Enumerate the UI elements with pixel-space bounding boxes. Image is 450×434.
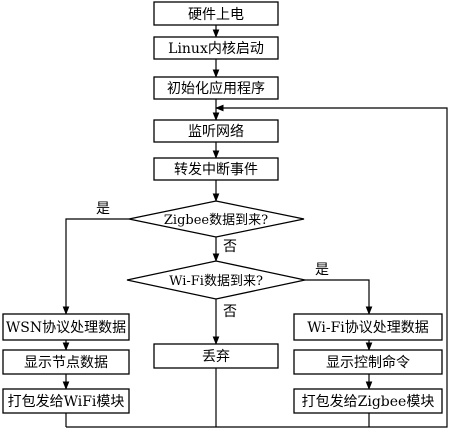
- node-discard: 丢弃: [153, 343, 279, 369]
- node-wsn-process: WSN协议处理数据: [2, 313, 130, 341]
- node-power-on-label: 硬件上电: [188, 7, 244, 23]
- node-init-app-label: 初始化应用程序: [167, 80, 265, 97]
- label-wifi-yes: 是: [315, 262, 329, 278]
- decision-zigbee-label: Zigbee数据到来?: [164, 213, 268, 228]
- node-listen-net-label: 监听网络: [188, 124, 244, 140]
- node-show-nodes-label: 显示节点数据: [24, 355, 108, 371]
- node-linux-boot-label: Linux内核启动: [168, 41, 264, 57]
- node-pack-wifi: 打包发给WiFi模块: [2, 388, 130, 414]
- label-zigbee-no: 否: [223, 239, 237, 255]
- decision-wifi: Wi-Fi数据到来?: [126, 260, 306, 300]
- node-pack-wifi-label: 打包发给WiFi模块: [8, 393, 125, 410]
- edge-return-loop: [66, 104, 448, 428]
- label-wifi-no: 否: [223, 304, 237, 320]
- node-wsn-process-label: WSN协议处理数据: [6, 320, 126, 336]
- node-forward-irq-label: 转发中断事件: [174, 162, 258, 178]
- node-wifi-process-label: Wi-Fi协议处理数据: [307, 320, 429, 336]
- edge-zigbee-yes: [62, 218, 129, 315]
- node-forward-irq: 转发中断事件: [153, 157, 279, 181]
- node-show-cmd-label: 显示控制命令: [326, 354, 410, 371]
- decision-zigbee: Zigbee数据到来?: [128, 200, 305, 238]
- node-init-app: 初始化应用程序: [153, 76, 279, 100]
- node-wifi-process: Wi-Fi协议处理数据: [293, 313, 443, 341]
- decision-wifi-label: Wi-Fi数据到来?: [169, 274, 263, 289]
- node-linux-boot: Linux内核启动: [153, 36, 279, 60]
- node-pack-zigbee-label: 打包发给Zigbee模块: [302, 393, 435, 410]
- node-show-nodes: 显示节点数据: [2, 349, 130, 375]
- label-zigbee-yes: 是: [96, 201, 110, 217]
- node-listen-net: 监听网络: [153, 119, 279, 143]
- node-show-cmd: 显示控制命令: [293, 349, 443, 375]
- node-power-on: 硬件上电: [153, 1, 279, 26]
- node-pack-zigbee: 打包发给Zigbee模块: [293, 388, 443, 414]
- node-discard-label: 丢弃: [202, 349, 230, 365]
- edge-wifi-yes: [305, 279, 373, 315]
